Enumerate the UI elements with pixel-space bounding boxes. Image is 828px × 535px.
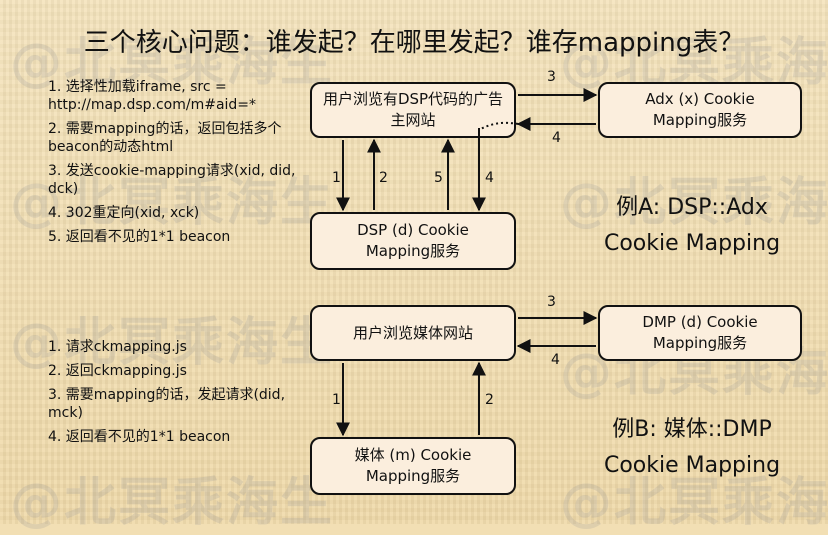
arrow-b-label-3: 3 (547, 294, 556, 310)
step-item: 4. 返回看不见的1*1 beacon (48, 429, 231, 445)
box-dmp-cookie-mapping: DMP (d) Cookie Mapping服务 (598, 305, 802, 361)
section-b-steps: 1. 请求ckmapping.js 2. 返回ckmapping.js 3. 需… (48, 338, 288, 452)
arrow-b-label-1: 1 (332, 392, 341, 408)
step-item: 2. 返回ckmapping.js (48, 363, 187, 379)
step-item: 1. 选择性加载iframe, src = http://map.dsp.com… (48, 79, 257, 113)
box-adx-cookie-mapping: Adx (x) Cookie Mapping服务 (598, 82, 802, 138)
step-item: 2. 需要mapping的话，返回包括多个beacon的动态html (48, 121, 282, 155)
example-a-caption: 例A: DSP::Adx Cookie Mapping (582, 190, 802, 262)
example-b-line1: 例B: 媒体::DMP (612, 417, 772, 442)
example-a-line1: 例A: DSP::Adx (616, 195, 768, 220)
example-b-line2: Cookie Mapping (603, 453, 781, 478)
step-item: 4. 302重定向(xid, xck) (48, 205, 200, 221)
box-media-cookie-mapping: 媒体 (m) Cookie Mapping服务 (310, 437, 516, 495)
arrow-a-label-2: 2 (379, 170, 388, 186)
arrow-a-label-1: 1 (332, 170, 341, 186)
arrow-a-label-4: 4 (485, 170, 494, 186)
arrow-a-label-4b: 4 (552, 130, 561, 146)
step-item: 1. 请求ckmapping.js (48, 339, 187, 355)
box-user-advertiser-site: 用户浏览有DSP代码的广告主网站 (310, 82, 516, 138)
example-b-caption: 例B: 媒体::DMP Cookie Mapping (582, 412, 802, 484)
dotted-redirect-link (478, 121, 519, 131)
arrow-a-label-5: 5 (434, 170, 443, 186)
example-a-line2: Cookie Mapping (603, 231, 781, 256)
section-a-steps: 1. 选择性加载iframe, src = http://map.dsp.com… (48, 78, 298, 252)
arrow-b-label-4: 4 (551, 352, 560, 368)
arrow-a-label-3: 3 (547, 69, 556, 85)
step-item: 3. 发送cookie-mapping请求(xid, did, dck) (48, 163, 296, 197)
arrow-b-label-2: 2 (485, 392, 494, 408)
box-user-media-site: 用户浏览媒体网站 (310, 305, 516, 361)
flow-arrows: 1 2 5 4 3 4 1 2 3 4 (332, 69, 598, 437)
slide-title: 三个核心问题：谁发起？在哪里发起？谁存mapping表？ (83, 28, 745, 58)
box-dsp-cookie-mapping: DSP (d) Cookie Mapping服务 (310, 212, 516, 270)
step-item: 3. 需要mapping的话，发起请求(did, mck) (48, 387, 286, 421)
step-item: 5. 返回看不见的1*1 beacon (48, 229, 231, 245)
